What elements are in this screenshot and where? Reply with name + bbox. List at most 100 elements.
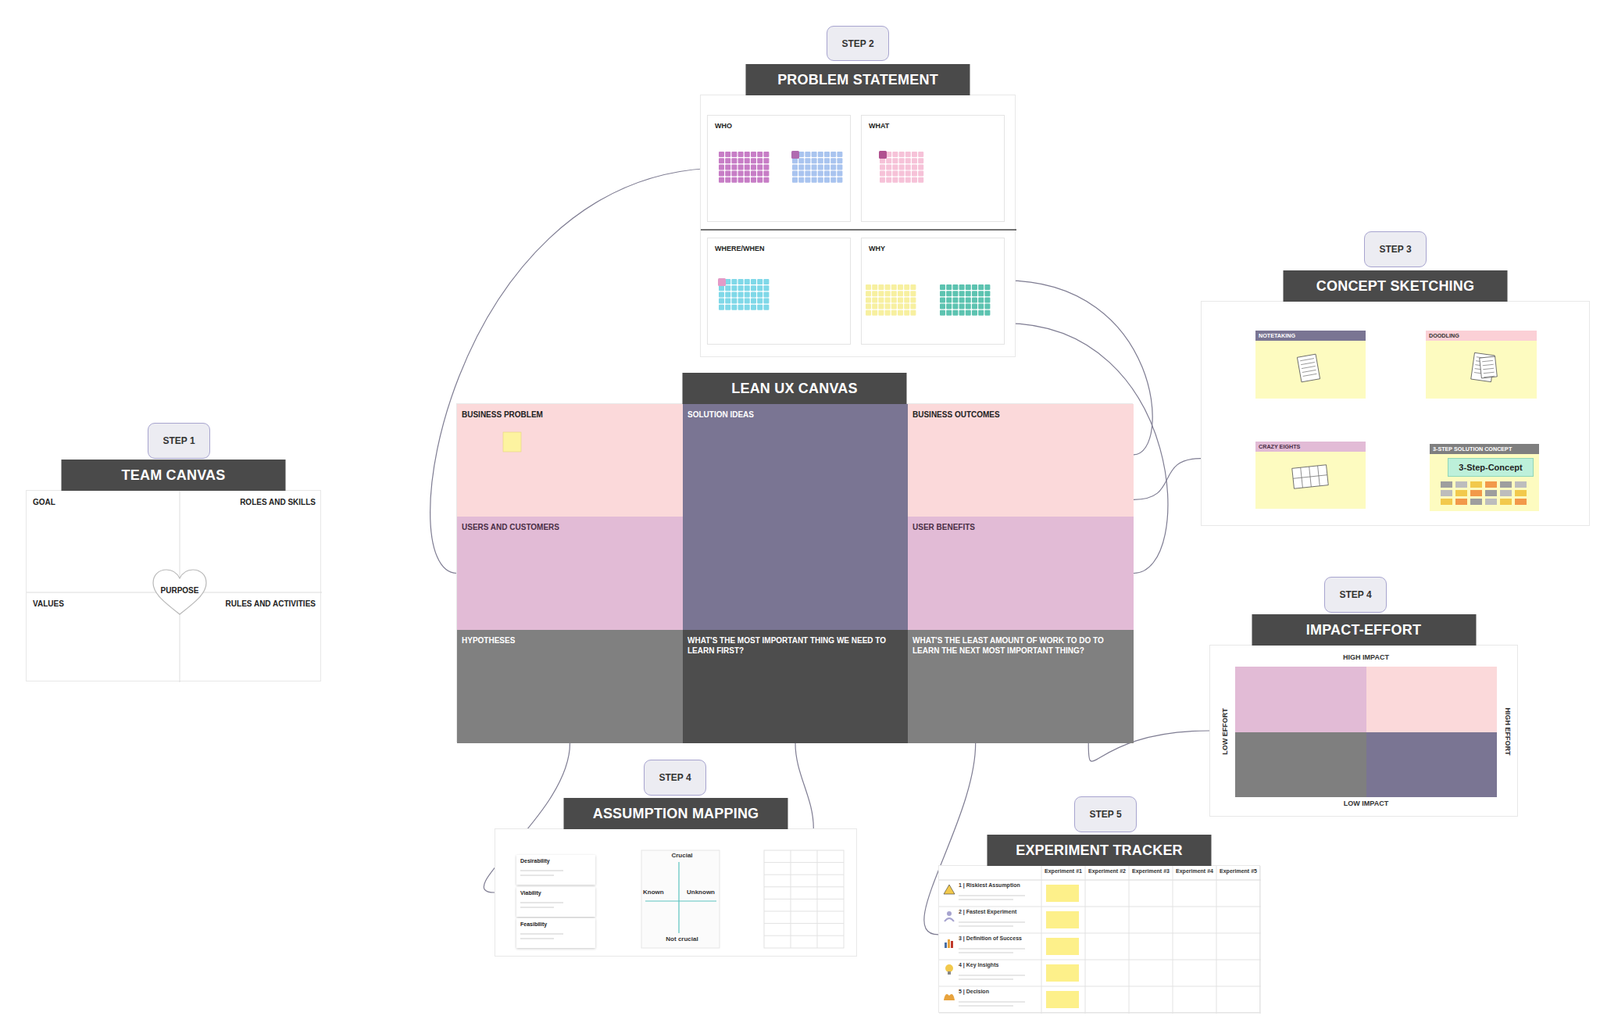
node-label: STEP 2 [841, 38, 874, 50]
step-badge: STEP 5 [1074, 796, 1137, 833]
problem-box: WHO [707, 114, 851, 222]
axis-label: 5 | Decision [958, 988, 1040, 998]
node-label: STEP 4 [658, 771, 691, 783]
step-badge: STEP 2 [826, 25, 890, 61]
assumption-card: Feasibility [516, 917, 596, 948]
sketch-card: DOODLING [1425, 330, 1537, 399]
illustration [1425, 330, 1537, 399]
section-title: ASSUMPTION MAPPING [564, 797, 789, 829]
node-label: WHO [714, 121, 843, 130]
axis-label: Known [642, 888, 670, 897]
node-label: 3-Step-Concept [1458, 462, 1522, 472]
canvas-cell: BUSINESS PROBLEM [457, 403, 683, 517]
axis-label: LOW EFFORT [1221, 696, 1231, 767]
canvas-quadrant: RULES AND ACTIVITIES [174, 592, 322, 683]
node-label: CRAZY EIGHTS [1255, 441, 1366, 452]
sketch-card: 3-STEP SOLUTION CONCEPT 3-Step-Concept [1429, 443, 1540, 511]
axis-label: LOW IMPACT [1235, 799, 1497, 811]
node-label: Viability [520, 889, 592, 896]
axis-label: 1 | Riskiest Assumption [958, 882, 1040, 892]
axis-label: Experiment #3 [1128, 867, 1173, 878]
axis-label: HIGH EFFORT [1502, 696, 1512, 767]
axis-label: Experiment #5 [1216, 867, 1261, 878]
assumption-card: Desirability [516, 854, 596, 885]
node-label: BUSINESS PROBLEM [461, 410, 679, 421]
step-badge: STEP 4 [643, 759, 707, 796]
node-label: WHERE/WHEN [714, 244, 843, 253]
axis-label: Crucial [658, 851, 706, 861]
axis-label: HIGH IMPACT [1235, 653, 1497, 665]
problem-box: WHAT [860, 114, 1005, 222]
node-label: STEP 3 [1378, 243, 1411, 255]
axis-label: 3 | Definition of Success [958, 935, 1040, 945]
axis-label: Experiment #2 [1085, 867, 1129, 878]
section-panel: CONCEPT SKETCHINGNOTETAKINGDOODLINGCRAZY… [1200, 300, 1590, 526]
node-label: ROLES AND SKILLS [180, 497, 316, 507]
node-label: Desirability [520, 857, 592, 864]
section-panel: ASSUMPTION MAPPINGDesirabilityViabilityF… [494, 828, 858, 957]
node-label: STEP 5 [1089, 808, 1122, 820]
illustration [1255, 330, 1366, 399]
canvas-cell: WHAT'S THE LEAST AMOUNT OF WORK TO DO TO… [907, 629, 1134, 743]
axis-label: Experiment #1 [1041, 867, 1086, 878]
axis-label: Not crucial [653, 935, 711, 944]
node-label: VALUES [32, 599, 168, 608]
canvas-cell: USERS AND CUSTOMERS [457, 516, 683, 630]
canvas-cell: USER BENEFITS [907, 516, 1134, 630]
section-title: EXPERIMENT TRACKER [987, 834, 1212, 866]
node-label: USER BENEFITS [912, 522, 1129, 533]
node-label: WHAT'S THE LEAST AMOUNT OF WORK TO DO TO… [912, 635, 1129, 656]
sketch-card: NOTETAKING [1255, 330, 1366, 399]
node-label: USERS AND CUSTOMERS [461, 522, 679, 533]
canvas-quadrant: GOAL [26, 490, 175, 593]
problem-box: WHY [860, 237, 1005, 345]
axis-label: Experiment #4 [1172, 867, 1217, 878]
axis-label: 2 | Fastest Experiment [958, 908, 1040, 918]
section-title: PROBLEM STATEMENT [746, 64, 971, 96]
illustration [700, 95, 1017, 358]
node-label: RULES AND ACTIVITIES [180, 599, 316, 608]
node-label: GOAL [32, 497, 168, 507]
node-label: DOODLING [1425, 330, 1537, 341]
node-label: NOTETAKING [1255, 330, 1366, 341]
canvas-cell: BUSINESS OUTCOMES [907, 403, 1134, 517]
canvas-cell: HYPOTHESES [457, 629, 683, 743]
connector [795, 742, 814, 829]
node-label: 3-STEP SOLUTION CONCEPT [1429, 443, 1540, 454]
illustration [707, 115, 852, 223]
section-title: IMPACT-EFFORT [1251, 614, 1476, 646]
node-label: HYPOTHESES [461, 635, 679, 647]
axis-label: 4 | Key Insights [958, 961, 1040, 972]
assumption-card: Viability [516, 886, 596, 917]
node-label: STEP 4 [1339, 589, 1372, 600]
canvas-quadrant: VALUES [26, 592, 175, 683]
node-label: WHAT'S THE MOST IMPORTANT THING WE NEED … [687, 635, 904, 656]
node-label: Feasibility [520, 921, 592, 927]
concept-box: 3-Step-Concept [1447, 457, 1534, 477]
section-title: TEAM CANVAS [61, 459, 286, 491]
canvas-cell: SOLUTION IDEAS [682, 403, 908, 630]
node-label: SOLUTION IDEAS [687, 410, 904, 421]
node-label: PURPOSE [160, 585, 200, 595]
purpose-heart: PURPOSE [150, 567, 210, 618]
illustration [457, 403, 683, 517]
section-panel: LEAN UX CANVASBUSINESS PROBLEMSOLUTION I… [456, 403, 1133, 743]
section-panel: EXPERIMENT TRACKERExperiment #1Experimen… [938, 864, 1261, 1013]
canvas-cell: WHAT'S THE MOST IMPORTANT THING WE NEED … [682, 629, 908, 743]
axis-label: Unknown [686, 888, 720, 897]
connector [1133, 458, 1201, 500]
step-badge: STEP 1 [147, 422, 211, 459]
connector [430, 168, 708, 574]
problem-box: WHERE/WHEN [707, 237, 851, 345]
sketch-card: CRAZY EIGHTS [1255, 441, 1366, 509]
step-badge: STEP 4 [1324, 576, 1387, 613]
node-label: WHY [868, 244, 997, 253]
illustration [1210, 645, 1519, 818]
section-title: LEAN UX CANVAS [682, 372, 908, 404]
illustration [861, 238, 1006, 346]
section-panel: TEAM CANVASGOALROLES AND SKILLSVALUESRUL… [25, 489, 322, 682]
node-label: WHAT [868, 121, 997, 130]
section-panel: PROBLEM STATEMENTWHOWHATWHERE/WHENWHY [700, 94, 1016, 358]
section-title: CONCEPT SKETCHING [1283, 270, 1508, 302]
step-badge: STEP 3 [1364, 231, 1427, 268]
